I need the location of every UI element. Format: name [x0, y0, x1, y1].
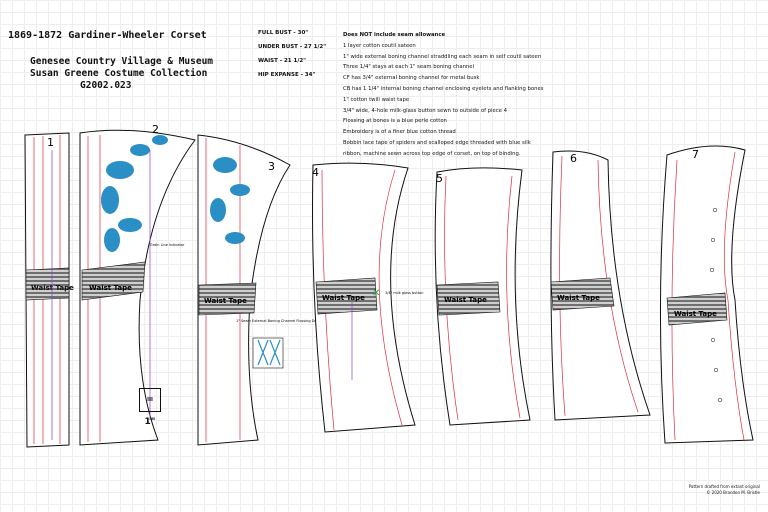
note-line: Bobbin lace tape of spiders and scallope…: [343, 139, 531, 146]
measurement-under-bust: UNDER BUST - 27 1/2": [258, 44, 327, 50]
waist-tape-label: Waist Tape: [444, 296, 487, 304]
collection-name: Susan Greene Costume Collection: [30, 68, 208, 79]
note-line: 1 layer cotton coutil sateen: [343, 42, 416, 49]
grain-note: Grain Line Indicator: [150, 243, 185, 247]
notes-heading: Does NOT include seam allowance: [343, 32, 446, 38]
construction-notes: Does NOT include seam allowance 1 layer …: [343, 30, 603, 160]
waist-tape-label: Waist Tape: [89, 284, 132, 292]
pattern-piece-3: 3 Waist Tape: [197, 134, 291, 446]
note-line: CB has 1 1/4" internal boning channel en…: [343, 85, 544, 92]
waist-tape-label: Waist Tape: [204, 297, 247, 305]
piece-number: 6: [570, 152, 577, 165]
note-line: 3/4" wide, 4-hole milk-glass button sewn…: [343, 107, 507, 114]
catalog-number: G2002.023: [80, 80, 132, 91]
note-line: CF has 3/4" external boning channel for …: [343, 75, 480, 82]
piece-number: 7: [692, 148, 699, 161]
piece-number: 2: [152, 123, 159, 136]
measurement-full-bust: FULL BUST - 30": [258, 30, 309, 36]
note-line: Embroidery is of a finer blue cotton thr…: [343, 129, 456, 136]
piece-number: 1: [47, 136, 54, 149]
pattern-piece-7: 7 Waist Tape: [659, 145, 754, 444]
waist-tape-label: Waist Tape: [557, 294, 600, 302]
credit: Pattern drafted from extant original © 2…: [689, 484, 760, 496]
pattern-piece-2: 2 Waist Tape Grain Line Indicator: [79, 123, 196, 446]
pattern-piece-1: 1 Waist Tape: [24, 132, 74, 448]
button-label: 3/4" milk glass button: [385, 291, 424, 295]
flossing-title: 1" Seam External Boning Channel Flossing…: [236, 319, 322, 323]
measurement-waist: WAIST - 21 1/2": [258, 58, 307, 64]
scale-reference: = 1": [139, 388, 161, 427]
piece-number: 4: [312, 166, 319, 179]
pattern-piece-5: 5 Waist Tape: [434, 167, 531, 426]
credit-line: © 2020 Brandon M. Bristle: [706, 490, 760, 495]
note-line: 1" cotton twill waist tape: [343, 96, 410, 103]
note-line: Three 1/4" stays at each 1" seam boning …: [343, 64, 475, 71]
pattern-piece-4: 4 Waist Tape ✕ 3/4" milk glass button: [312, 162, 424, 433]
waist-tape-label: Waist Tape: [322, 294, 365, 302]
piece-number: 3: [268, 160, 275, 173]
button-marker-icon: ✕: [372, 288, 380, 299]
pattern-piece-6: 6 Waist Tape: [550, 150, 651, 421]
embroidery-motif: [101, 135, 168, 252]
piece-number: 5: [436, 172, 443, 185]
waist-tape-label: Waist Tape: [674, 310, 717, 318]
note-line: 1" wide external boning channel straddli…: [343, 53, 542, 60]
credit-line: Pattern drafted from extant original: [688, 484, 760, 489]
embroidery-motif: [210, 157, 250, 244]
pattern-title: 1869-1872 Gardiner-Wheeler Corset: [8, 30, 207, 41]
note-line: Flossing at bones is a blue perle cotton: [343, 118, 447, 125]
museum-name: Genesee Country Village & Museum: [30, 56, 214, 67]
eyelet-holes: [709, 207, 723, 403]
note-line: ribbon, machine sewn across top edge of …: [343, 150, 521, 157]
flossing-detail: 1" Seam External Boning Channel Flossing…: [236, 319, 322, 369]
measurement-hip: HIP EXPANSE - 34": [258, 72, 316, 78]
waist-tape-label: Waist Tape: [31, 284, 74, 292]
